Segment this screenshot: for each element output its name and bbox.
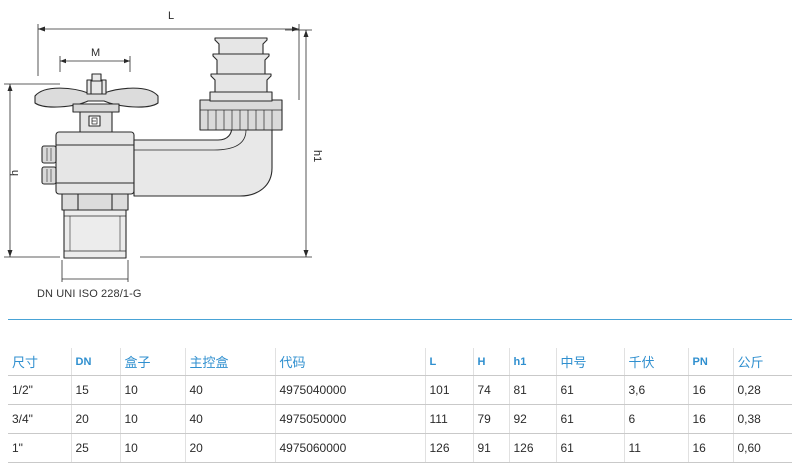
section-divider bbox=[8, 319, 792, 320]
dimension-l-label: L bbox=[168, 10, 174, 22]
cell: 20 bbox=[71, 404, 121, 434]
cell: 61 bbox=[556, 404, 625, 434]
cell: 1/2" bbox=[8, 375, 72, 405]
header-master-box: 主控盒 bbox=[185, 348, 276, 376]
cell: 25 bbox=[71, 433, 121, 463]
cell: 111 bbox=[425, 404, 474, 434]
header-kv: 千伏 bbox=[624, 348, 689, 376]
cell: 10 bbox=[120, 433, 186, 463]
cell: 10 bbox=[120, 375, 186, 405]
cell: 16 bbox=[688, 433, 734, 463]
header-l: L bbox=[425, 348, 474, 376]
cell: 3,6 bbox=[624, 375, 689, 405]
cell: 0,38 bbox=[733, 404, 792, 434]
cell: 6 bbox=[624, 404, 689, 434]
table-header-row: 尺寸 DN 盒子 主控盒 代码 L H h1 中号 千伏 PN 公斤 bbox=[8, 348, 792, 376]
header-pn: PN bbox=[688, 348, 734, 376]
table-row: 1" 25 10 20 4975060000 126 91 126 61 11 … bbox=[8, 433, 792, 463]
header-h: H bbox=[473, 348, 510, 376]
cell: 3/4" bbox=[8, 404, 72, 434]
cell: 101 bbox=[425, 375, 474, 405]
cell: 126 bbox=[509, 433, 557, 463]
cell: 16 bbox=[688, 375, 734, 405]
cell: 4975050000 bbox=[275, 404, 426, 434]
cell: 20 bbox=[185, 433, 276, 463]
header-size: 尺寸 bbox=[8, 348, 72, 376]
valve-technical-drawing: L M h h1 bbox=[4, 10, 323, 282]
dimension-h-label: h bbox=[9, 170, 21, 176]
header-dn: DN bbox=[71, 348, 121, 376]
cell: 0,60 bbox=[733, 433, 792, 463]
cell: 74 bbox=[473, 375, 510, 405]
header-code: 代码 bbox=[275, 348, 426, 376]
header-box: 盒子 bbox=[120, 348, 186, 376]
cell: 40 bbox=[185, 404, 276, 434]
dimension-m-label: M bbox=[91, 47, 100, 59]
cell: 61 bbox=[556, 433, 625, 463]
header-medium: 中号 bbox=[556, 348, 625, 376]
cell: 79 bbox=[473, 404, 510, 434]
specification-table: 尺寸 DN 盒子 主控盒 代码 L H h1 中号 千伏 PN 公斤 1/2" … bbox=[8, 348, 792, 463]
header-h1: h1 bbox=[509, 348, 557, 376]
cell: 4975040000 bbox=[275, 375, 426, 405]
cell: 91 bbox=[473, 433, 510, 463]
cell: 126 bbox=[425, 433, 474, 463]
cell: 15 bbox=[71, 375, 121, 405]
cell: 92 bbox=[509, 404, 557, 434]
table-row: 3/4" 20 10 40 4975050000 111 79 92 61 6 … bbox=[8, 404, 792, 434]
dimension-h1-label: h1 bbox=[311, 150, 323, 162]
cell: 1" bbox=[8, 433, 72, 463]
table-row: 1/2" 15 10 40 4975040000 101 74 81 61 3,… bbox=[8, 375, 792, 405]
header-kg: 公斤 bbox=[733, 348, 792, 376]
cell: 4975060000 bbox=[275, 433, 426, 463]
cell: 40 bbox=[185, 375, 276, 405]
cell: 16 bbox=[688, 404, 734, 434]
thread-standard-caption: DN UNI ISO 228/1-G bbox=[37, 288, 142, 300]
cell: 61 bbox=[556, 375, 625, 405]
cell: 0,28 bbox=[733, 375, 792, 405]
cell: 10 bbox=[120, 404, 186, 434]
cell: 81 bbox=[509, 375, 557, 405]
cell: 11 bbox=[624, 433, 689, 463]
